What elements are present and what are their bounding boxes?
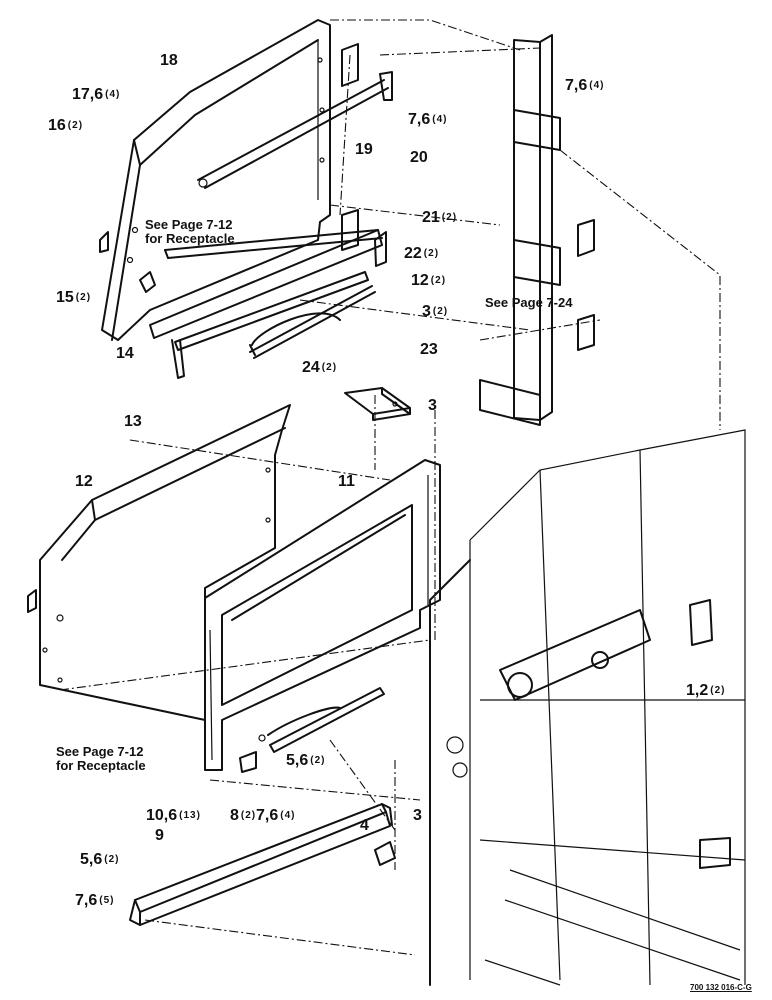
callout-8: 8(2)	[230, 807, 257, 824]
note-receptacle-bottom: See Page 7-12 for Receptacle	[56, 744, 146, 773]
right-frame-rail	[479, 34, 595, 426]
note-receptacle-top: See Page 7-12 for Receptacle	[145, 217, 235, 246]
callout-1-2: 1,2(2)	[686, 682, 726, 699]
callout-10-6: 10,6(13)	[146, 807, 201, 824]
support-rods	[249, 285, 376, 359]
callout-14: 14	[116, 345, 134, 362]
bottom-channel	[129, 803, 396, 926]
door-frame	[204, 459, 441, 771]
callout-15: 15(2)	[56, 289, 92, 306]
callout-19: 19	[355, 141, 373, 158]
callout-5-6-upper: 5,6(2)	[286, 752, 326, 769]
callout-12-top: 12(2)	[411, 272, 447, 289]
callout-7-6-strut: 7,6(4)	[408, 111, 448, 128]
callout-22: 22(2)	[404, 245, 440, 262]
callout-3-mid: 3	[428, 397, 437, 414]
callout-3-top: 3(2)	[422, 303, 449, 320]
side-door-panel	[27, 404, 291, 721]
callout-17-6: 17,6(4)	[72, 86, 121, 103]
note-page-7-24: See Page 7-24	[485, 295, 573, 310]
upper-brackets	[341, 43, 387, 267]
callout-9: 9	[155, 827, 164, 844]
callout-7-6-mid: 7,6(4)	[256, 807, 296, 824]
figure-id: 700 132 016-C-G	[690, 983, 752, 992]
callout-18: 18	[160, 52, 178, 69]
channel-bars	[149, 229, 383, 379]
callout-7-6-bottom: 7,6(5)	[75, 892, 115, 909]
callout-13: 13	[124, 413, 142, 430]
callout-4: 4	[360, 817, 369, 834]
callout-11: 11	[338, 473, 355, 490]
callout-5-6-lower: 5,6(2)	[80, 851, 120, 868]
callout-7-6-top: 7,6(4)	[565, 77, 605, 94]
callout-16: 16(2)	[48, 117, 84, 134]
callout-21: 21(2)	[422, 209, 458, 226]
baler-housing	[429, 429, 746, 986]
gas-strut	[197, 71, 393, 189]
callout-12: 12	[75, 473, 93, 490]
callout-3-bottom: 3	[413, 807, 422, 824]
callout-23: 23	[420, 341, 438, 358]
mount-bracket	[344, 387, 411, 421]
lower-rods	[239, 687, 385, 773]
callout-20: 20	[410, 149, 428, 166]
upper-side-panel	[99, 19, 331, 341]
callout-24: 24(2)	[302, 359, 338, 376]
